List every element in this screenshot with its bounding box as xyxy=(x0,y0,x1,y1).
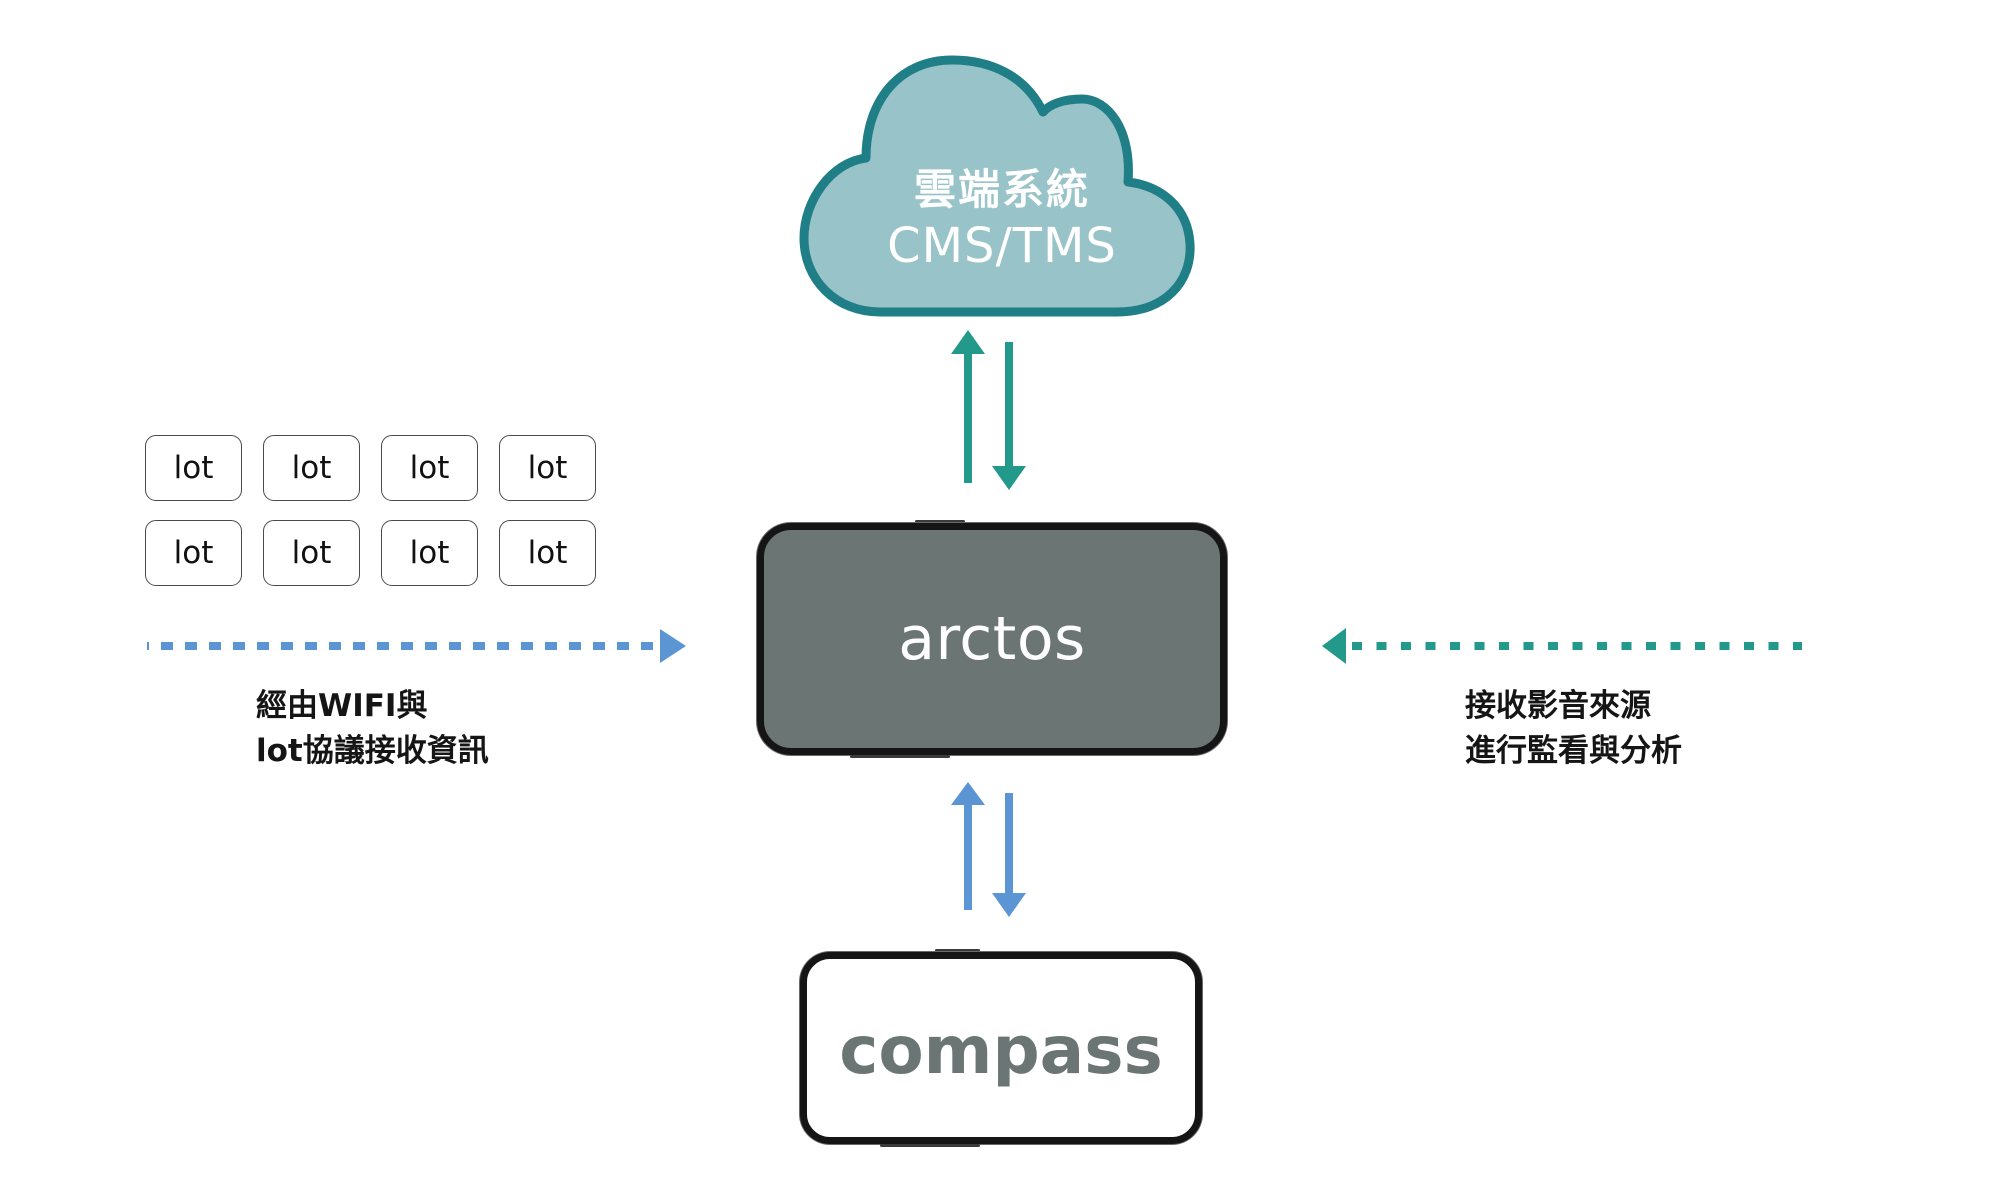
iot-device-box: lot xyxy=(145,520,242,586)
iot-caption: 經由WIFI與 lot協議接收資訊 xyxy=(256,684,489,774)
compass-uplink-arrow xyxy=(951,782,985,910)
iot-device-box: lot xyxy=(381,520,478,586)
device-side-button xyxy=(935,949,980,952)
iot-dotted-arrow xyxy=(147,629,686,663)
cloud-subtitle: CMS/TMS xyxy=(887,218,1117,274)
cloud-title: 雲端系統 xyxy=(913,165,1090,214)
iot-device-box: lot xyxy=(499,520,596,586)
arctos-label: arctos xyxy=(898,604,1086,674)
cloud-uplink-arrow xyxy=(951,330,985,483)
iot-device-label: lot xyxy=(527,450,568,486)
iot-device-label: lot xyxy=(291,535,332,571)
iot-device-box: lot xyxy=(499,435,596,501)
compass-device: compass xyxy=(800,952,1202,1144)
cloud-shape xyxy=(799,55,1195,317)
compass-downlink-arrow xyxy=(992,793,1026,917)
compass-label: compass xyxy=(839,1011,1163,1089)
cloud-downlink-arrow xyxy=(992,342,1026,490)
iot-device-label: lot xyxy=(291,450,332,486)
iot-device-label: lot xyxy=(173,535,214,571)
iot-caption-line: lot協議接收資訊 xyxy=(256,733,489,769)
video-dotted-arrow xyxy=(1322,628,1802,664)
iot-device-box: lot xyxy=(381,435,478,501)
device-side-button xyxy=(850,755,950,758)
video-caption-line: 進行監看與分析 xyxy=(1465,733,1682,769)
device-side-button xyxy=(880,1144,980,1147)
device-side-button xyxy=(915,520,965,523)
iot-device-label: lot xyxy=(173,450,214,486)
video-caption: 接收影音來源 進行監看與分析 xyxy=(1465,684,1682,774)
iot-device-box: lot xyxy=(263,520,360,586)
iot-device-label: lot xyxy=(527,535,568,571)
iot-device-label: lot xyxy=(409,450,450,486)
iot-device-box: lot xyxy=(263,435,360,501)
iot-device-label: lot xyxy=(409,535,450,571)
iot-device-box: lot xyxy=(145,435,242,501)
video-caption-line: 接收影音來源 xyxy=(1465,688,1651,724)
arctos-device: arctos xyxy=(757,523,1227,755)
iot-caption-line: 經由WIFI與 xyxy=(256,688,428,724)
